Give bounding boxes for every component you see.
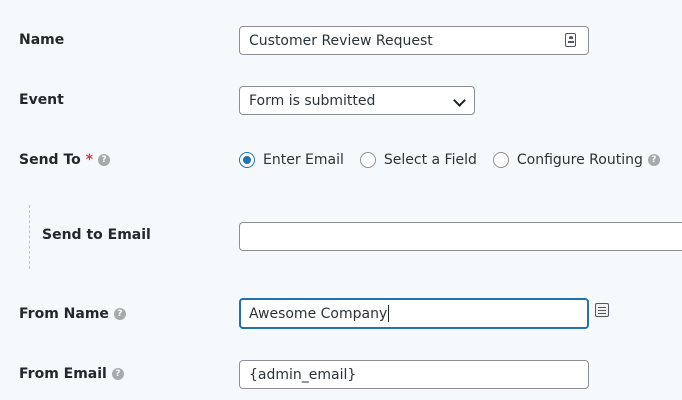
- send-to-option-select-field[interactable]: Select a Field: [359, 152, 477, 168]
- send-to-option-label: Enter Email: [263, 152, 344, 168]
- event-select[interactable]: Form is submitted: [239, 86, 475, 115]
- from-email-label-text: From Email: [19, 366, 107, 382]
- chevron-down-icon: [453, 94, 466, 107]
- send-to-label-text: Send To: [19, 152, 81, 168]
- help-icon[interactable]: ?: [98, 154, 111, 166]
- radio-unchecked-icon[interactable]: [359, 152, 376, 168]
- event-select-value: Form is submitted: [249, 92, 376, 109]
- send-to-option-configure-routing[interactable]: Configure Routing ?: [492, 152, 660, 168]
- from-name-input[interactable]: Awesome Company: [239, 298, 589, 329]
- radio-checked-icon[interactable]: [239, 152, 255, 168]
- send-to-option-label: Select a Field: [383, 152, 477, 168]
- name-input-value: Customer Review Request: [249, 32, 433, 49]
- event-label: Event: [19, 92, 64, 108]
- send-to-email-input[interactable]: [239, 222, 682, 251]
- merge-tags-icon[interactable]: [595, 303, 609, 317]
- text-caret: [388, 305, 390, 322]
- name-input[interactable]: Customer Review Request: [239, 26, 589, 55]
- from-email-input[interactable]: {admin_email}: [239, 360, 589, 389]
- contact-card-icon[interactable]: [565, 33, 576, 47]
- from-name-label-text: From Name: [19, 306, 109, 322]
- help-icon[interactable]: ?: [111, 368, 124, 380]
- send-to-option-enter-email[interactable]: Enter Email: [239, 152, 344, 168]
- from-name-input-value: Awesome Company: [249, 305, 388, 322]
- radio-unchecked-icon[interactable]: [492, 152, 509, 168]
- nested-section-divider: [29, 205, 30, 269]
- required-marker: *: [85, 152, 94, 168]
- send-to-options: Enter Email Select a Field Configure Rou…: [239, 152, 660, 168]
- help-icon[interactable]: ?: [647, 154, 660, 166]
- from-email-input-value: {admin_email}: [249, 366, 357, 383]
- name-label-text: Name: [19, 32, 65, 48]
- help-icon[interactable]: ?: [113, 308, 126, 320]
- from-email-label: From Email ?: [19, 366, 124, 382]
- from-name-label: From Name ?: [19, 306, 126, 322]
- send-to-option-label: Configure Routing: [516, 152, 643, 168]
- send-to-email-label: Send to Email: [42, 227, 151, 243]
- send-to-email-label-text: Send to Email: [42, 227, 151, 243]
- name-label: Name: [19, 32, 64, 48]
- event-label-text: Event: [19, 92, 64, 108]
- send-to-label: Send To * ?: [19, 152, 111, 168]
